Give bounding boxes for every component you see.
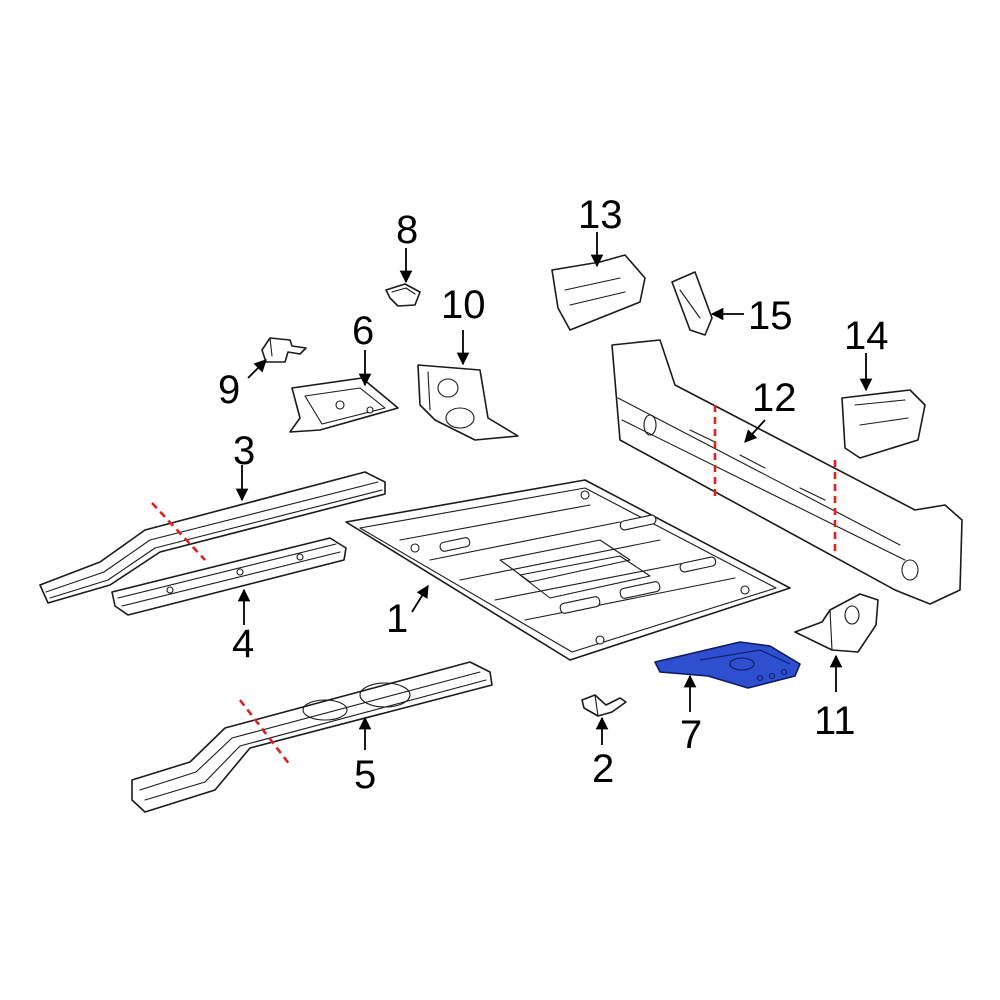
callout-12: 12 <box>752 376 797 420</box>
part-10-panel[interactable] <box>417 364 519 441</box>
callout-8: 8 <box>396 208 418 252</box>
part-4-rail[interactable] <box>111 537 347 616</box>
part-6-plate[interactable] <box>289 377 399 433</box>
part-5-rail[interactable] <box>131 661 493 813</box>
part-13-bracket[interactable] <box>551 254 646 331</box>
callout-7: 7 <box>680 713 702 757</box>
callout-10: 10 <box>441 283 486 327</box>
callout-13: 13 <box>578 193 623 237</box>
cut-line-part-3 <box>151 502 206 561</box>
part-11-bracket[interactable] <box>794 593 879 653</box>
part-12-sill[interactable] <box>611 339 963 605</box>
leader-lines <box>235 232 873 750</box>
callout-6: 6 <box>352 309 374 353</box>
part-2-bracket[interactable] <box>581 694 627 717</box>
callout-15: 15 <box>748 294 793 338</box>
callout-9: 9 <box>218 368 240 412</box>
callout-1: 1 <box>386 597 408 641</box>
part-7-highlighted[interactable] <box>654 641 801 689</box>
callout-2: 2 <box>592 747 614 791</box>
part-9-clip[interactable] <box>261 337 307 363</box>
part-1-floor-pan[interactable] <box>345 479 791 661</box>
cut-line-part-5 <box>238 699 292 766</box>
callout-14: 14 <box>844 314 889 358</box>
callout-5: 5 <box>354 753 376 797</box>
callout-3: 3 <box>233 429 255 473</box>
part-14-bracket[interactable] <box>841 389 926 459</box>
part-3-rail[interactable] <box>39 471 386 604</box>
callout-4: 4 <box>232 622 254 666</box>
callout-11: 11 <box>814 699 856 743</box>
part-15-bracket[interactable] <box>671 271 713 336</box>
part-8-cup[interactable] <box>385 283 421 307</box>
